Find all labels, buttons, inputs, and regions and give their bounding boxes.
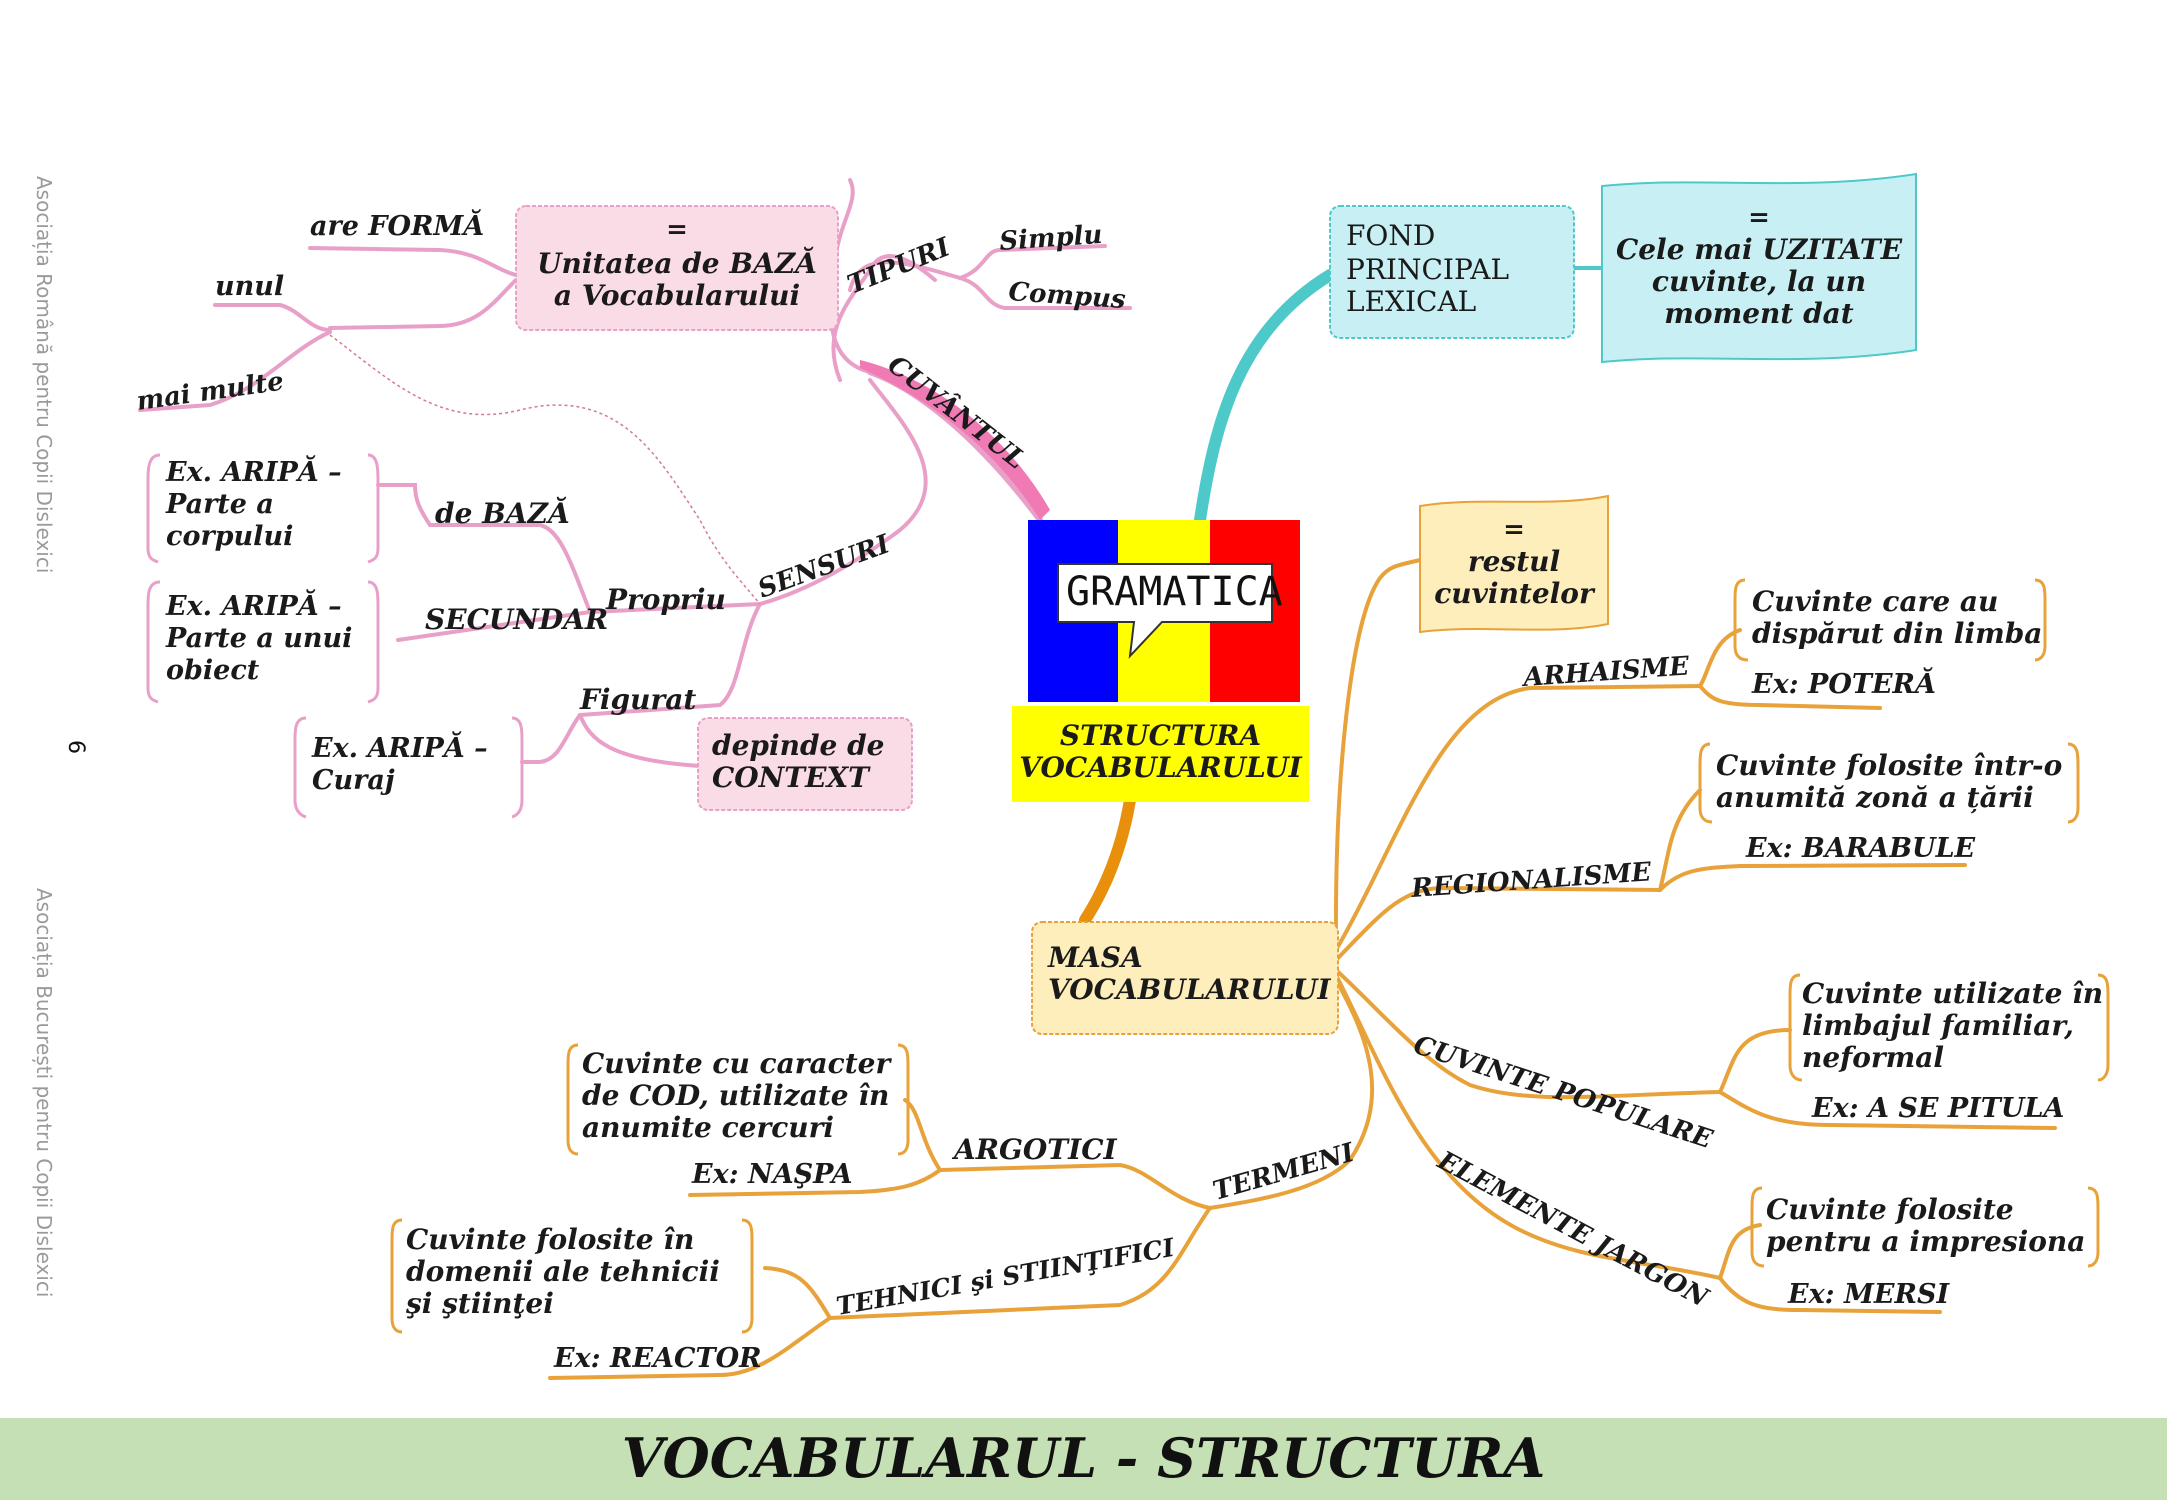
masa-trunk [1079,794,1136,926]
mai-multe-label: mai multe [135,367,286,417]
fond-box [1329,205,1575,339]
ex2-line1: Ex. ARIPĂ – [166,591,342,622]
regionalisme-ex: Ex: BARABULE [1746,833,1976,864]
restul-def-eq: = [1503,515,1525,545]
jargon-def-line2: pentru a impresiona [1766,1225,2086,1258]
fond-def-line2: cuvinte, la un [1651,265,1867,298]
cuvant-def-eq: = [666,215,688,245]
restul-def-line1: restul [1467,545,1561,578]
de-baza-label: de BAZĂ [435,497,570,530]
populare-def-line2: limbajul familiar, [1802,1009,2074,1042]
context-line1: depinde de [712,729,885,762]
are-forma-label: are FORMĂ [310,211,485,242]
propriu-label: Propriu [606,583,726,616]
tehnici-def-line3: şi ştiinţei [406,1287,554,1320]
sensuri-label: SENSURI [754,529,894,605]
fond-def-line3: moment dat [1664,297,1854,330]
side-text-bottom: Asociația București pentru Copii Dislexi… [32,888,56,1298]
arhaisme-ex: Ex: POTERĂ [1752,669,1936,700]
ex2-line2: Parte a unui [166,623,353,654]
tehnici-def-line1: Cuvinte folosite în [406,1223,695,1256]
fond-branch [1194,266,1602,526]
tehnici-label: TEHNICI şi STIINŢIFICI [834,1233,1178,1321]
ex1-line2: Parte a [166,489,274,520]
argotici-def-line1: Cuvinte cu caracter [582,1047,891,1080]
orange-brackets [390,578,2110,1334]
argotici-ex: Ex: NAŞPA [692,1159,853,1190]
dotted-link [329,334,761,605]
argotici-def-line3: anumite cercuri [582,1111,835,1144]
logo-bubble [1057,563,1273,659]
jargon-label: ELEMENTE JARGON [1432,1145,1714,1314]
ex1-line3: corpului [166,521,294,552]
argotici-def-line2: de COD, utilizate în [582,1079,890,1112]
simplu-label: Simplu [998,220,1103,257]
center-title-line2: VOCABULARULUI [1019,751,1302,784]
page-number: 6 [63,740,88,754]
figurat-label: Figurat [580,683,697,716]
fond-label-line1: FOND [1346,219,1436,252]
fond-label-line2: PRINCIPAL [1346,253,1510,286]
cuvantul-branches [138,178,1132,768]
center-title-bg [1012,706,1309,802]
termeni-label: TERMENI [1210,1138,1359,1207]
context-box [697,717,913,811]
jargon-ex: Ex: MERSI [1788,1279,1950,1310]
fond-label-line3: LEXICAL [1346,285,1477,318]
ex2-line3: obiect [166,655,260,686]
populare-def-line3: neformal [1802,1041,1945,1074]
populare-ex: Ex: A SE PITULA [1812,1093,2065,1124]
regionalisme-label: REGIONALISME [1409,857,1653,904]
masa-label-line2: VOCABULARULUI [1048,973,1331,1006]
cuvantul-taper [860,360,1050,520]
center-title-line1: STRUCTURA [1059,719,1262,752]
tehnici-def-line2: domenii ale tehnicii [406,1255,720,1288]
cuvant-def-box [515,205,839,331]
regionalisme-def-line1: Cuvinte folosite într-o [1716,749,2063,782]
argotici-label: ARGOTICI [954,1133,1117,1166]
masa-box [1031,921,1339,1035]
ex3-line1: Ex. ARIPĂ – [312,733,488,764]
side-text-top: Asociația Română pentru Copii Dislexici [32,176,56,574]
fond-def-box [1601,172,1917,364]
restul-def-box [1419,494,1609,634]
context-line2: CONTEXT [712,761,870,794]
footer-title: VOCABULARUL - STRUCTURA [621,1426,1546,1490]
tipuri-label: TIPURI [843,232,955,300]
pink-brackets [146,453,524,819]
masa-branches [548,558,2057,1380]
cuvant-def-line1: Unitatea de BAZĂ [537,247,817,280]
gramatica-logo: GRAMATICA [1066,569,1283,615]
center-flag [1028,520,1300,702]
unul-label: unul [215,271,285,302]
fond-def-eq: = [1748,203,1770,233]
arhaisme-def-line2: dispărut din limba [1752,617,2043,650]
jargon-def-line1: Cuvinte folosite [1766,1193,2014,1226]
tehnici-ex: Ex: REACTOR [554,1343,762,1374]
ex1-line1: Ex. ARIPĂ – [166,457,342,488]
arhaisme-def-line1: Cuvinte care au [1752,585,1999,618]
regionalisme-def-line2: anumită zonă a țării [1716,781,2034,814]
cuvant-def-line2: a Vocabularului [553,279,801,312]
populare-def-line1: Cuvinte utilizate în [1802,977,2104,1010]
masa-label-line1: MASA [1048,941,1143,974]
fond-def-line1: Cele mai UZITATE [1615,233,1903,266]
ex3-line2: Curaj [312,765,395,796]
footer-bar: VOCABULARUL - STRUCTURA [0,1418,2167,1500]
restul-def-line2: cuvintelor [1434,577,1594,610]
secundar-label: SECUNDAR [425,603,609,636]
cuvantul-label: CUVÂNTUL [882,348,1032,475]
